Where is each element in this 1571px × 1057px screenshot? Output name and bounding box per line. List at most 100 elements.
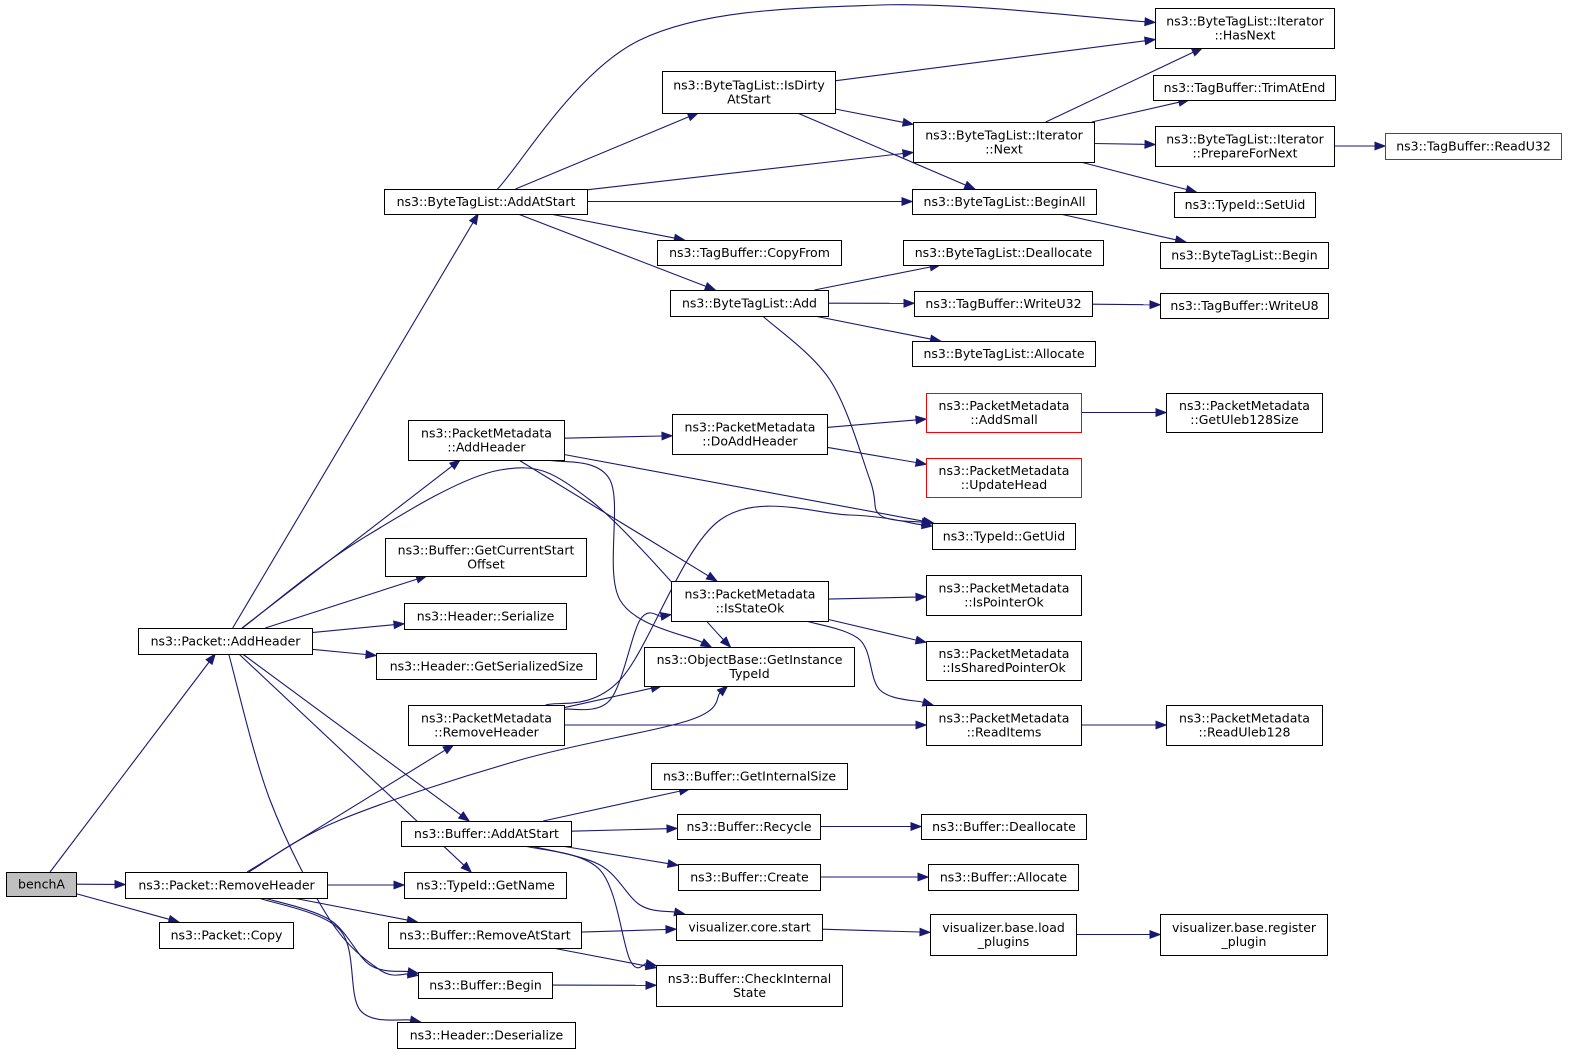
node-buf_deallocate[interactable]: ns3::Buffer::Deallocate xyxy=(921,814,1087,840)
node-box xyxy=(912,189,1097,215)
node-box xyxy=(678,864,821,891)
edge-line xyxy=(265,578,418,629)
node-buf_getinternalsize[interactable]: ns3::Buffer::GetInternalSize xyxy=(651,763,848,790)
edge-line xyxy=(806,620,924,703)
node-typeid_getname[interactable]: ns3::TypeId::GetName xyxy=(404,872,567,899)
node-benchA[interactable]: benchA xyxy=(6,872,77,897)
edge-line xyxy=(311,624,395,634)
edge-btl_isdirtyatstart-to-btli_hasnext xyxy=(834,36,1157,82)
node-tb_trimatend[interactable]: ns3::TagBuffer::TrimAtEnd xyxy=(1153,75,1336,101)
node-buf_begin[interactable]: ns3::Buffer::Begin xyxy=(418,972,553,999)
node-vis_base_loadplugins[interactable]: visualizer.base.load_plugins xyxy=(930,914,1077,956)
node-btl_allocate[interactable]: ns3::ByteTagList::Allocate xyxy=(912,341,1096,367)
arrowhead-icon xyxy=(1149,929,1162,940)
node-tb_copyfrom[interactable]: ns3::TagBuffer::CopyFrom xyxy=(657,240,842,266)
node-box xyxy=(926,705,1082,746)
node-btli_prepurefornext[interactable]: ns3::ByteTagList::Iterator::PrepareForNe… xyxy=(1155,126,1335,167)
node-label: ns3::ByteTagList::Iterator xyxy=(925,128,1083,143)
arrowhead-icon xyxy=(666,824,679,834)
node-tb_writeu8[interactable]: ns3::TagBuffer::WriteU8 xyxy=(1160,293,1329,319)
node-box xyxy=(159,922,294,949)
node-tb_readu32[interactable]: ns3::TagBuffer::ReadU32 xyxy=(1385,133,1562,160)
edge-pm_addheader-to-pm_doaddheader xyxy=(563,431,674,441)
node-label: ns3::ObjectBase::GetInstance xyxy=(657,652,843,667)
node-btl_addatstart[interactable]: ns3::ByteTagList::AddAtStart xyxy=(384,189,588,215)
node-pm_addsmall[interactable]: ns3::PacketMetadata::AddSmall xyxy=(926,393,1082,433)
node-typeid_getuid[interactable]: ns3::TypeId::GetUid xyxy=(932,523,1076,550)
edge-packet_addheader-to-objbase_getinstancetypeid xyxy=(242,467,732,649)
node-pm_removeheader[interactable]: ns3::PacketMetadata::RemoveHeader xyxy=(408,705,565,746)
edge-line xyxy=(248,692,721,873)
node-box xyxy=(912,341,1096,367)
node-header_serialize[interactable]: ns3::Header::Serialize xyxy=(404,603,567,630)
node-pm_doaddheader[interactable]: ns3::PacketMetadata::DoAddHeader xyxy=(672,414,828,455)
edge-pm_isstateok-to-pm_ispointerok xyxy=(827,592,928,602)
edge-line xyxy=(242,467,724,641)
node-buf_recycle[interactable]: ns3::Buffer::Recycle xyxy=(677,814,821,840)
node-buf_removeatstart[interactable]: ns3::Buffer::RemoveAtStart xyxy=(388,922,582,949)
node-packet_removeheader[interactable]: ns3::Packet::RemoveHeader xyxy=(125,872,328,899)
arrowhead-icon xyxy=(1374,141,1387,151)
edge-line xyxy=(258,897,411,1021)
node-pm_isstateok[interactable]: ns3::PacketMetadata::IsStateOk xyxy=(671,581,829,622)
edge-line xyxy=(561,845,669,865)
edge-pm_addheader-to-typeid_getuid xyxy=(563,453,935,526)
node-box xyxy=(397,1022,576,1049)
node-label: AtStart xyxy=(727,92,771,107)
edge-line xyxy=(570,828,668,832)
edge-line xyxy=(232,222,474,629)
arrowhead-icon xyxy=(1155,407,1168,418)
node-label: benchA xyxy=(18,877,65,892)
node-label: ns3::Buffer::RemoveAtStart xyxy=(399,928,571,943)
edge-buf_create-to-buf_allocate xyxy=(820,872,930,882)
node-pm_ispointerok[interactable]: ns3::PacketMetadata::IsPointerOk xyxy=(926,575,1082,616)
node-label: ns3::PacketMetadata xyxy=(421,426,552,441)
edge-packet_removeheader-to-buf_removeatstart xyxy=(293,897,419,925)
node-vis_base_registerplugin[interactable]: visualizer.base.register_plugin xyxy=(1160,914,1328,956)
node-buf_allocate[interactable]: ns3::Buffer::Allocate xyxy=(928,864,1079,891)
node-pm_issharedpointerok[interactable]: ns3::PacketMetadata::IsSharedPointerOk xyxy=(926,641,1082,681)
node-box xyxy=(926,393,1082,433)
node-btl_add[interactable]: ns3::ByteTagList::Add xyxy=(670,290,829,317)
node-btli_hasnext[interactable]: ns3::ByteTagList::Iterator::HasNext xyxy=(1155,8,1335,49)
node-header_getserializedsize[interactable]: ns3::Header::GetSerializedSize xyxy=(376,653,597,680)
node-buf_create[interactable]: ns3::Buffer::Create xyxy=(678,864,821,891)
node-box xyxy=(657,240,842,266)
arrowhead-icon xyxy=(661,431,674,441)
edge-line xyxy=(549,213,675,239)
node-tb_writeu32[interactable]: ns3::TagBuffer::WriteU32 xyxy=(914,291,1093,317)
node-label: Offset xyxy=(467,557,505,572)
edge-buf_addatstart-to-buf_getinternalsize xyxy=(543,786,691,822)
node-btli_next[interactable]: ns3::ByteTagList::Iterator::Next xyxy=(913,122,1095,163)
node-pm_addheader[interactable]: ns3::PacketMetadata::AddHeader xyxy=(408,420,565,461)
node-vis_core_start[interactable]: visualizer.core.start xyxy=(676,914,823,941)
node-btl_deallocate[interactable]: ns3::ByteTagList::Deallocate xyxy=(903,240,1104,266)
node-label: _plugins xyxy=(977,934,1029,949)
node-pm_readitems[interactable]: ns3::PacketMetadata::ReadItems xyxy=(926,705,1082,746)
node-label: ::DoAddHeader xyxy=(702,434,798,449)
node-typeid_setuid[interactable]: ns3::TypeId::SetUid xyxy=(1174,192,1316,218)
edge-btli_next-to-tb_trimatend xyxy=(1091,97,1191,123)
node-packet_addheader[interactable]: ns3::Packet::AddHeader xyxy=(138,628,313,655)
node-packet_copy[interactable]: ns3::Packet::Copy xyxy=(159,922,294,949)
node-pm_readuleb128[interactable]: ns3::PacketMetadata::ReadUleb128 xyxy=(1166,705,1323,746)
node-pm_updatehead[interactable]: ns3::PacketMetadata::UpdateHead xyxy=(926,458,1082,498)
arrowhead-icon xyxy=(645,980,658,990)
node-buf_addatstart[interactable]: ns3::Buffer::AddAtStart xyxy=(401,821,572,847)
edge-line xyxy=(827,596,917,600)
node-label: ::PrepareForNext xyxy=(1192,146,1297,161)
node-pm_getuleb128size[interactable]: ns3::PacketMetadata::GetUleb128Size xyxy=(1166,393,1323,433)
node-box xyxy=(932,523,1076,550)
node-label: ns3::TypeId::GetUid xyxy=(943,529,1065,544)
node-btl_begin[interactable]: ns3::ByteTagList::Begin xyxy=(1160,242,1329,269)
node-header_deserialize[interactable]: ns3::Header::Deserialize xyxy=(397,1022,576,1049)
node-btl_beginall[interactable]: ns3::ByteTagList::BeginAll xyxy=(912,189,1097,215)
edge-line xyxy=(1080,161,1187,191)
edge-pm_doaddheader-to-pm_updatehead xyxy=(826,446,928,467)
edge-benchA-to-packet_removeheader xyxy=(75,879,127,889)
edge-line xyxy=(517,213,707,287)
